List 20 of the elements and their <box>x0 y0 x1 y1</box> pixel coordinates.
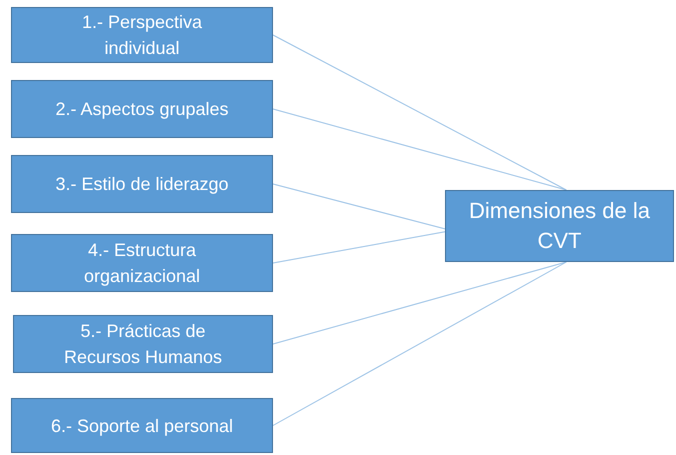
process-box <box>11 398 273 453</box>
box-label: Dimensiones de la CVT <box>468 197 651 255</box>
process-box <box>11 7 273 63</box>
box-label: 6.- Soporte al personal <box>50 414 234 438</box>
box-label: 5.- Prácticas de Recursos Humanos <box>62 320 224 369</box>
process-box <box>11 155 273 213</box>
connector-line <box>272 262 567 344</box>
process-box <box>445 190 674 262</box>
box-label: 2.- Aspectos grupales <box>55 98 229 121</box>
process-box <box>11 234 273 292</box>
box-label: 1.- Perspectiva individual <box>80 11 204 60</box>
box-label: 3.- Estilo de liderazgo <box>55 173 229 196</box>
connector-line <box>272 231 446 264</box>
process-box <box>11 80 273 138</box>
connector-line <box>272 108 567 190</box>
box-label: 4.- Estructura organizacional <box>82 239 202 288</box>
connector-line <box>272 34 567 190</box>
connector-line <box>272 262 567 426</box>
connector-line <box>272 184 446 230</box>
process-box <box>13 315 273 373</box>
